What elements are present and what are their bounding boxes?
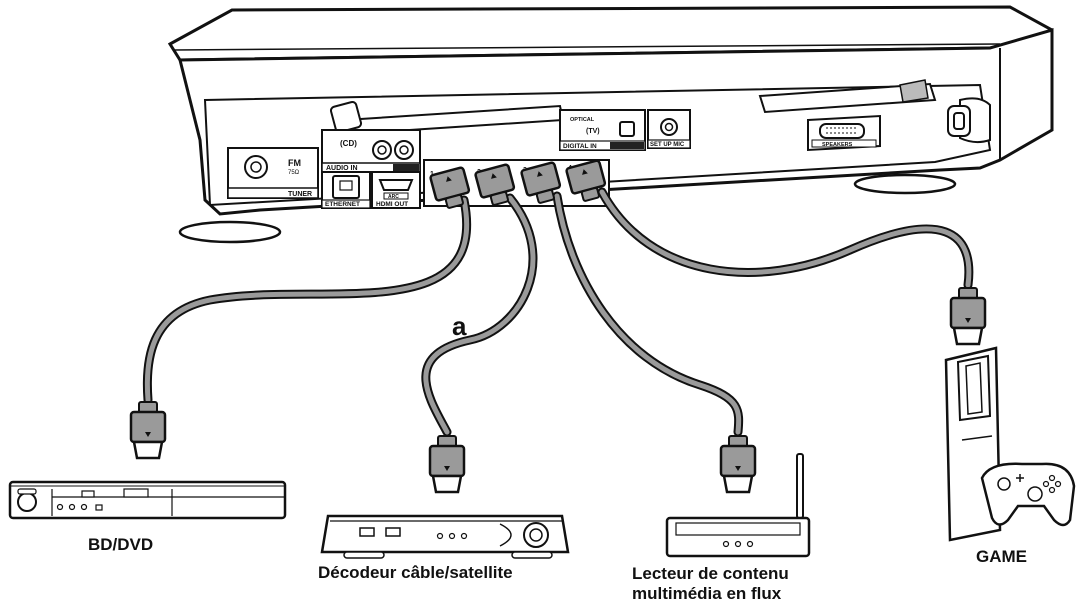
plug-streamer <box>719 434 757 494</box>
digital-in-label: DIGITAL IN <box>563 143 597 150</box>
label-decoder: Décodeur câble/satellite <box>318 563 513 582</box>
plug-game <box>949 286 987 346</box>
bd-dvd-player <box>8 480 287 520</box>
arc-label: ARC <box>388 194 399 200</box>
hdmi-cables <box>142 187 974 437</box>
audio-in-label: AUDIO IN <box>326 165 358 172</box>
fm-ohm-label: 75Ω <box>288 170 300 176</box>
tv-label: (TV) <box>586 128 600 135</box>
hdmi-out-label: HDMI OUT <box>376 201 408 208</box>
hdmi-cable-decoder <box>421 193 538 437</box>
label-bd-dvd: BD/DVD <box>88 535 153 554</box>
label-streamer-line2: multimédia en flux <box>632 584 782 603</box>
decoder-box <box>320 514 570 559</box>
plug-decoder <box>428 434 466 494</box>
label-game: GAME <box>976 547 1027 566</box>
speakers-label: SPEAKERS <box>822 142 853 148</box>
optical-label: OPTICAL <box>570 117 595 123</box>
fm-label: FM <box>288 158 301 168</box>
streaming-player <box>665 453 811 558</box>
cable-annotation-a: a <box>452 311 467 341</box>
plug-bd-dvd <box>129 400 167 460</box>
hdmi-cable-streamer <box>552 191 744 437</box>
setup-mic-label: SET UP MIC <box>650 142 685 148</box>
game-console <box>944 346 1076 542</box>
cd-label: (CD) <box>340 139 357 148</box>
receiver-side-plugs <box>429 159 607 209</box>
label-streamer-line1: Lecteur de contenu <box>632 564 789 583</box>
ethernet-label: ETHERNET <box>325 201 360 208</box>
tuner-label: TUNER <box>288 191 312 198</box>
av-receiver: FM 75Ω TUNER (CD) AUDIO IN ETHERNET ARC … <box>167 5 1054 244</box>
